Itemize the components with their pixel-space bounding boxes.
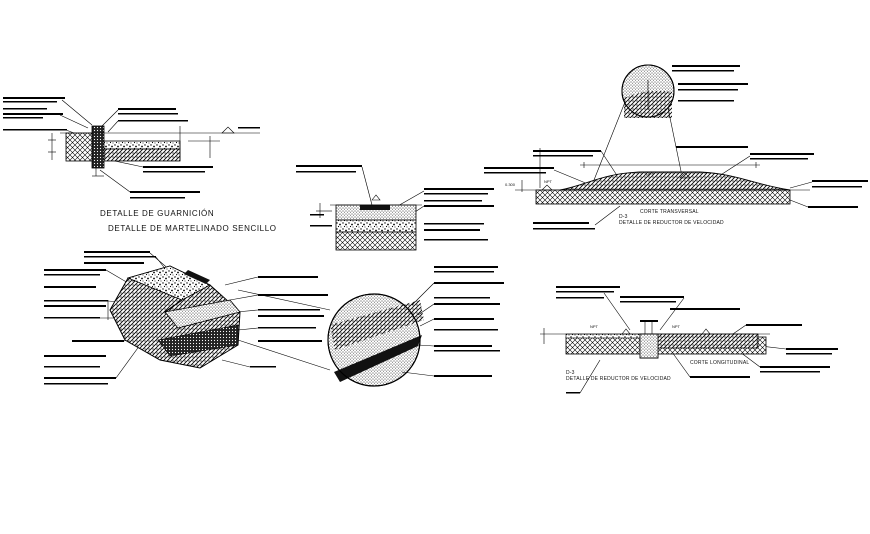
- guarnicion-detail: DETALLE DE GUARNICIÓN DETALLE DE MARTELI…: [3, 97, 277, 233]
- zoom-detail-circle: [237, 266, 504, 387]
- longitudinal-section-label: CORTE LONGITUDINAL: [690, 360, 749, 366]
- transversal-name: DETALLE DE REDUCTOR DE VELOCIDAD: [619, 220, 724, 226]
- transversal-code: D-3: [619, 214, 628, 220]
- longitudinal-level-left: NPT: [590, 324, 599, 329]
- transversal-dimension: 0.300: [505, 182, 516, 187]
- transversal-level-left: NPT: [544, 179, 553, 184]
- isometric-curb: [44, 251, 328, 385]
- reductor-transversal-detail: NPT NPT 0.300 CORTE TRANSVERSAL D-3 DETA…: [484, 64, 868, 230]
- guarnicion-title: DETALLE DE GUARNICIÓN: [100, 209, 214, 218]
- martelinado-title: DETALLE DE MARTELINADO SENCILLO: [108, 224, 277, 233]
- longitudinal-name: DETALLE DE REDUCTOR DE VELOCIDAD: [566, 376, 671, 382]
- isometric-callouts: [44, 251, 328, 385]
- transversal-section-label: CORTE TRANSVERSAL: [640, 209, 699, 215]
- reductor-longitudinal-detail: NPT NPT CORTE LONGITUDINAL D-3 DETALLE D…: [540, 286, 838, 394]
- transversal-level-top: NPT: [646, 172, 655, 177]
- longitudinal-level-right: NPT: [672, 324, 681, 329]
- martelinado-detail: [296, 165, 494, 251]
- longitudinal-code: D-3: [566, 370, 575, 376]
